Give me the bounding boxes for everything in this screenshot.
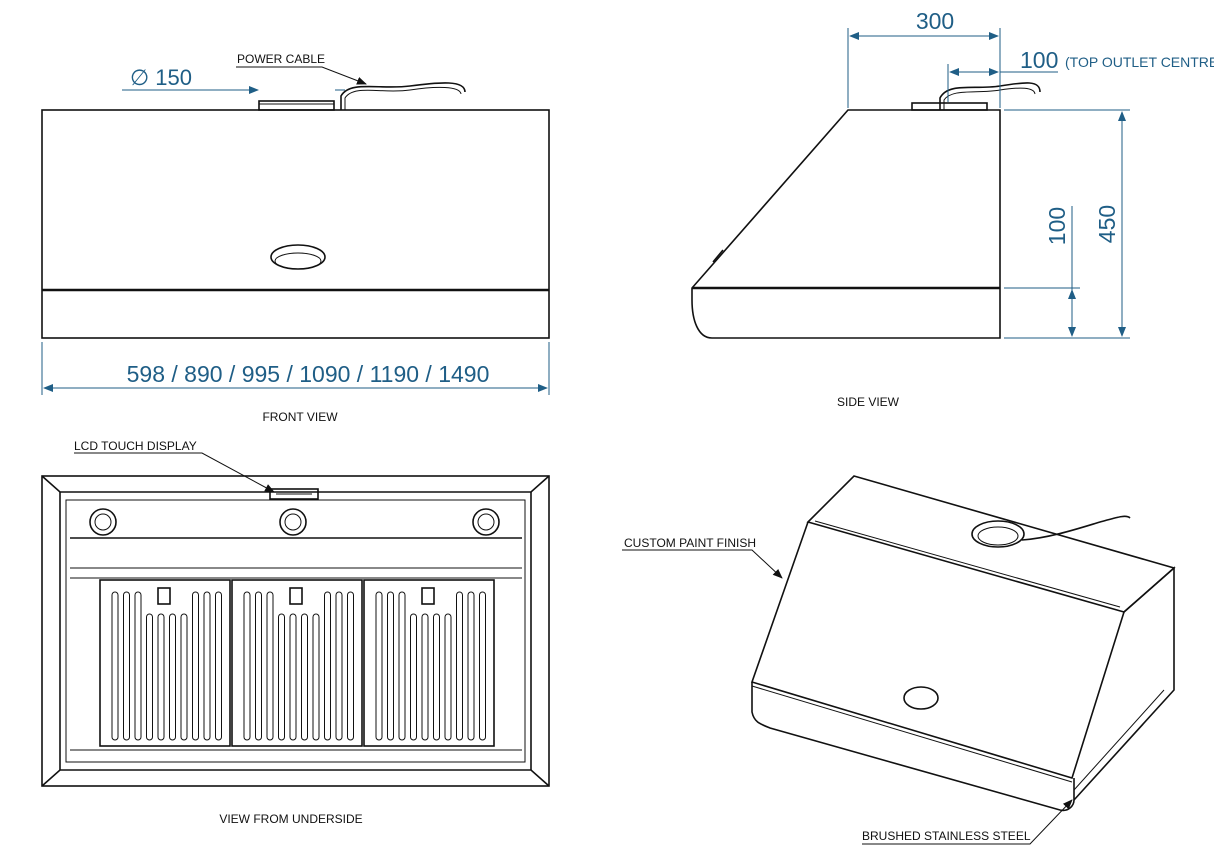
side-view-caption: SIDE VIEW [837, 395, 900, 409]
depth-value: 300 [916, 8, 954, 34]
filter-slot [278, 613, 285, 741]
filter-handle [421, 587, 435, 605]
filter-slot [347, 591, 354, 741]
grease-filter-3 [363, 579, 495, 747]
front-view-caption: FRONT VIEW [262, 410, 338, 424]
front-power-cable [340, 82, 466, 110]
iso-sloped-face [750, 521, 1125, 779]
grease-filter-1 [99, 579, 231, 747]
filter-slot [255, 591, 262, 741]
underside-outer-frame [41, 475, 550, 787]
light-right [472, 508, 500, 536]
light-left [89, 508, 117, 536]
filter-slot [324, 591, 331, 741]
filter-handle [289, 587, 303, 605]
height-value: 450 [1094, 205, 1120, 243]
filter-slot [157, 613, 165, 741]
iso-power-cable [1021, 515, 1131, 541]
filter-slot [192, 591, 199, 741]
filter-slot [266, 591, 274, 741]
iso-top-outlet [971, 520, 1025, 548]
power-cable-leader [236, 66, 367, 85]
filter-slot [180, 613, 188, 741]
lcd-display-label: LCD TOUCH DISPLAY [74, 439, 197, 453]
filter-slot [467, 591, 475, 741]
filter-slot [421, 613, 429, 741]
iso-side-face [1073, 566, 1175, 801]
filter-slot [134, 591, 142, 741]
stainless-steel-label: BRUSHED STAINLESS STEEL [862, 829, 1031, 843]
underside-view: LCD TOUCH DISPLAY [41, 439, 550, 787]
side-hood-outline [691, 109, 1001, 339]
side-power-cable [939, 82, 1041, 110]
power-cable-label: POWER CABLE [237, 52, 325, 66]
filter-handle [157, 587, 171, 605]
filter-slot [410, 613, 417, 741]
grease-filter-2 [231, 579, 363, 747]
outlet-diameter-value: ∅ 150 [130, 65, 192, 90]
paint-finish-leader [622, 549, 783, 579]
filter-slot [387, 591, 394, 741]
filter-slot [169, 613, 176, 741]
lcd-display [269, 488, 319, 500]
filter-slot [289, 613, 297, 741]
iso-control-knob [903, 686, 939, 710]
filter-slot [301, 613, 308, 741]
isometric-view: CUSTOM PAINT FINISH BRUSHED STAINLESS ST… [622, 475, 1176, 845]
front-outlet-collar [258, 100, 335, 111]
filter-slot [479, 591, 486, 741]
filter-slot [433, 613, 440, 741]
filter-slot [375, 591, 383, 741]
front-height-value: 100 [1044, 207, 1070, 245]
outlet-offset-note: (TOP OUTLET CENTRE) [1065, 54, 1214, 70]
light-center [279, 508, 307, 536]
underside-view-caption: VIEW FROM UNDERSIDE [219, 812, 362, 826]
side-outlet-collar [911, 102, 988, 111]
filter-slot [312, 613, 320, 741]
width-values: 598 / 890 / 995 / 1090 / 1190 / 1490 [127, 361, 490, 387]
filter-slot [203, 591, 211, 741]
filter-slot [123, 591, 130, 741]
iso-front-band [751, 682, 1075, 812]
stainless-steel-leader [862, 799, 1073, 845]
outlet-offset-value: 100 [1020, 47, 1058, 73]
filter-slot [111, 591, 119, 741]
filter-slot [243, 591, 251, 741]
filter-slot [398, 591, 406, 741]
filter-slot [444, 613, 452, 741]
front-hood-body [41, 109, 550, 339]
filter-slot [146, 613, 153, 741]
filter-slot [215, 591, 222, 741]
lcd-display-leader [74, 452, 275, 493]
filter-slot [335, 591, 343, 741]
filter-slot [456, 591, 463, 741]
side-view: 300 100 (TOP OUTLET CENTRE) 450 100 SIDE… [691, 8, 1214, 409]
paint-finish-label: CUSTOM PAINT FINISH [624, 536, 756, 550]
front-view: POWER CABLE ∅ 150 598 / 890 / 995 / 1090… [41, 52, 550, 424]
